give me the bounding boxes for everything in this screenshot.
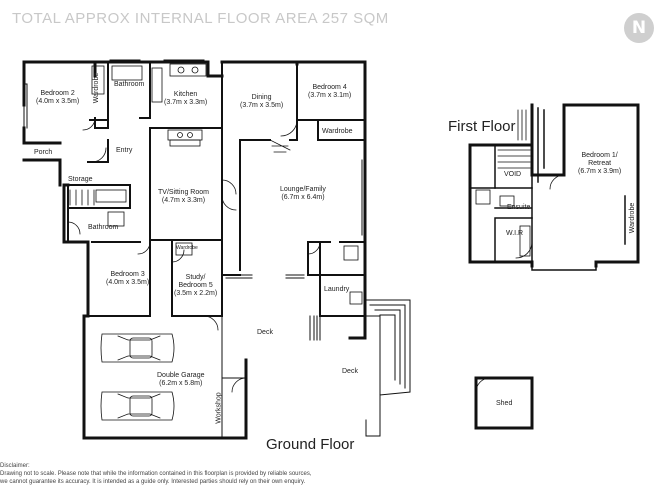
room-size: (6.7m x 6.4m) xyxy=(281,194,325,201)
garage-cars xyxy=(100,333,175,421)
room-wardrobe-study: Wardrobe xyxy=(176,245,198,251)
room-kitchen: Kitchen (3.7m x 3.3m) xyxy=(164,91,207,107)
first-floor-label: First Floor xyxy=(448,118,516,135)
disclaimer: Disclaimer: Drawing not to scale. Please… xyxy=(0,462,660,495)
room-entry: Entry xyxy=(116,147,133,154)
room-storage: Storage xyxy=(68,176,93,183)
disclaimer-line-2: we cannot guarantee its accuracy. It is … xyxy=(0,479,306,485)
first-floor-fixtures xyxy=(475,109,565,259)
room-bathroom-top: Bathroom xyxy=(114,81,145,88)
room-bedroom-4: Bedroom 4 (3.7m x 3.1m) xyxy=(308,84,351,100)
room-size: (3.7m x 3.1m) xyxy=(308,92,352,99)
room-name-alt: Retreat xyxy=(588,160,612,167)
room-size: (3.7m x 3.5m) xyxy=(240,102,284,109)
disclaimer-heading: Disclaimer: xyxy=(0,463,30,469)
shed-door xyxy=(475,377,491,393)
room-ensuite: Ensuite xyxy=(507,204,531,211)
room-tv-sitting: TV/Sitting Room (4.7m x 3.3m) xyxy=(158,189,209,205)
room-deck-center: Deck xyxy=(257,329,273,336)
room-size: (6.7m x 3.9m) xyxy=(578,168,622,175)
windows xyxy=(23,59,366,279)
room-name: Dining xyxy=(251,94,272,101)
room-workshop: Workshop xyxy=(215,392,223,424)
room-name: Bedroom 4 xyxy=(312,84,347,91)
ground-floor-label: Ground Floor xyxy=(266,436,355,453)
room-name: Bedroom 2 xyxy=(40,90,75,97)
room-bathroom-lower: Bathroom xyxy=(88,224,119,231)
room-name: TV/Sitting Room xyxy=(158,189,209,196)
fixtures xyxy=(69,63,363,305)
room-size: (3.5m x 2.2m) xyxy=(174,290,218,297)
room-size: (4.7m x 3.3m) xyxy=(161,197,206,204)
room-bedroom-1-retreat: Bedroom 1/ Retreat (6.7m x 3.9m) xyxy=(578,152,621,176)
door-swings xyxy=(67,117,321,393)
room-name: Bedroom 3 xyxy=(110,271,145,278)
room-wardrobe-bedroom-2: Wardrobe xyxy=(93,72,101,104)
room-size: (3.7m x 3.3m) xyxy=(164,99,208,106)
room-size: (6.2m x 5.8m) xyxy=(159,380,203,387)
room-double-garage: Double Garage (6.2m x 5.8m) xyxy=(157,372,204,388)
room-name: Double Garage xyxy=(157,372,205,379)
room-wardrobe-bedroom-4: Wardrobe xyxy=(322,128,353,135)
room-name: Kitchen xyxy=(173,91,198,98)
room-bedroom-2: Bedroom 2 (4.0m x 3.5m) xyxy=(36,90,79,106)
room-name: Study/ xyxy=(185,274,206,281)
room-wardrobe-bedroom-1: Wardrobe xyxy=(629,202,637,234)
header-bar: TOTAL APPROX INTERNAL FLOOR AREA 257 SQM… xyxy=(0,0,660,43)
room-name: Lounge/Family xyxy=(280,186,326,193)
room-void: VOID xyxy=(504,171,522,178)
room-dining: Dining (3.7m x 3.5m) xyxy=(240,94,283,110)
floor-area-title: TOTAL APPROX INTERNAL FLOOR AREA 257 SQM xyxy=(12,10,389,27)
room-size: (4.0m x 3.5m) xyxy=(36,98,80,105)
north-compass-icon: N xyxy=(624,13,654,43)
room-shed: Shed xyxy=(496,400,513,407)
room-bedroom-3: Bedroom 3 (4.0m x 3.5m) xyxy=(106,271,149,287)
shed-outline xyxy=(474,376,534,430)
deck-outlines xyxy=(221,299,411,439)
room-deck-right: Deck xyxy=(342,368,358,375)
room-porch: Porch xyxy=(34,149,53,156)
room-lounge-family: Lounge/Family (6.7m x 6.4m) xyxy=(280,186,326,202)
room-name: Bedroom 1/ xyxy=(581,152,618,159)
first-floor-interior xyxy=(469,107,626,271)
room-laundry: Laundry xyxy=(324,286,350,293)
room-size: (4.0m x 3.5m) xyxy=(106,279,150,286)
room-name-alt: Bedroom 5 xyxy=(178,282,213,289)
room-wir: W.I.R xyxy=(506,230,524,237)
room-study-bedroom-5: Study/ Bedroom 5 (3.5m x 2.2m) xyxy=(174,274,217,298)
disclaimer-line-1: Drawing not to scale. Please note that w… xyxy=(0,471,312,477)
